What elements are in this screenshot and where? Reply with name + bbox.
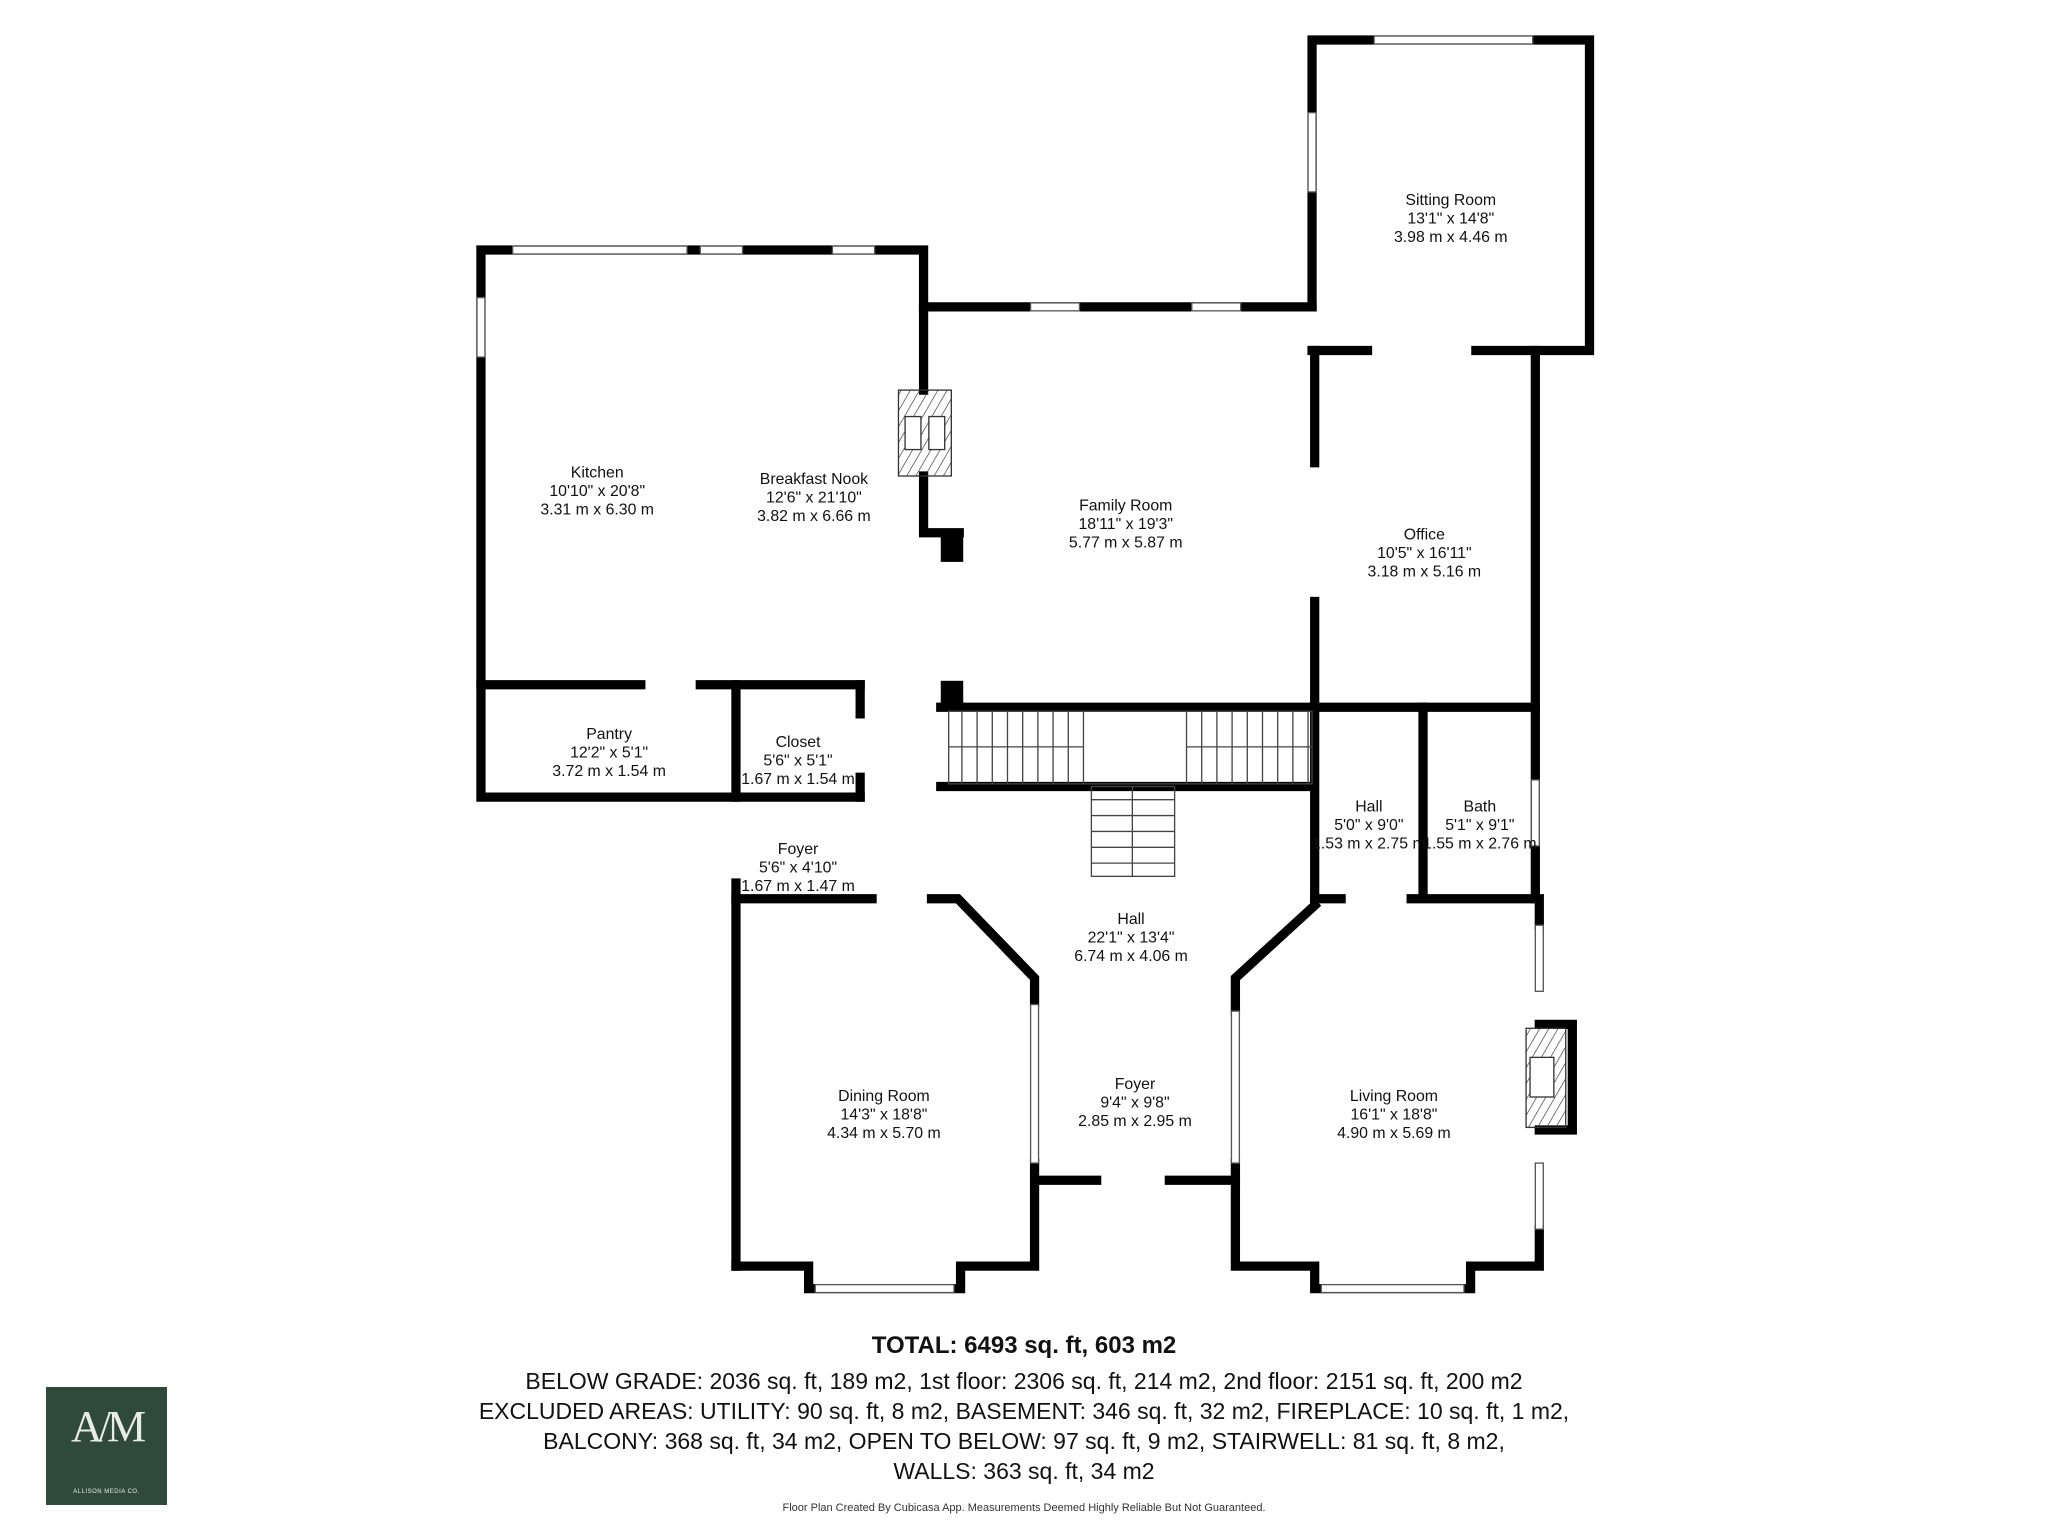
area-breakdown-line-3: BALCONY: 368 sq. ft, 34 m2, OPEN TO BELO… bbox=[543, 1428, 1505, 1454]
disclaimer: Floor Plan Created By Cubicasa App. Meas… bbox=[782, 1502, 1266, 1514]
logo-caption: ALLISON MEDIA CO. bbox=[73, 1489, 140, 1495]
fireplace-icon bbox=[1525, 1027, 1567, 1129]
total-area: TOTAL: 6493 sq. ft, 603 m2 bbox=[871, 1332, 1177, 1359]
allison-media-logo: A/M ALLISON MEDIA CO. bbox=[46, 1387, 167, 1505]
area-breakdown-line-4: WALLS: 363 sq. ft, 34 m2 bbox=[893, 1458, 1155, 1484]
area-breakdown-line-1: BELOW GRADE: 2036 sq. ft, 189 m2, 1st fl… bbox=[525, 1368, 1523, 1394]
windows bbox=[476, 35, 1544, 1294]
logo-monogram: A/M bbox=[70, 1402, 146, 1451]
staircase bbox=[948, 710, 1313, 878]
area-breakdown-line-2: EXCLUDED AREAS: UTILITY: 90 sq. ft, 8 m2… bbox=[478, 1398, 1570, 1424]
fireplace-icon bbox=[897, 389, 952, 477]
